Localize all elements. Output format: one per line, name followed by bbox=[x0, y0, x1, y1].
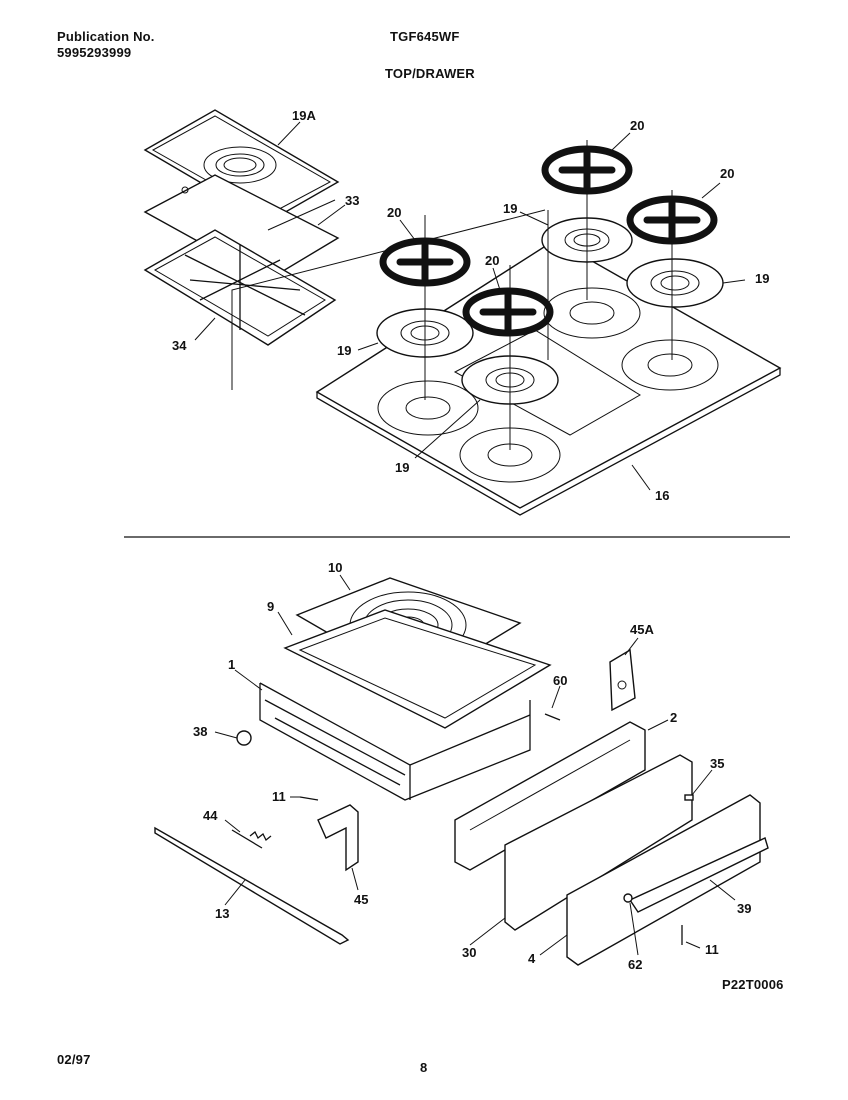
screw-60 bbox=[544, 713, 561, 721]
callout-4: 4 bbox=[528, 951, 536, 966]
callout-35: 35 bbox=[710, 756, 724, 771]
callout-1: 1 bbox=[228, 657, 235, 672]
drawer-front-4 bbox=[566, 794, 761, 966]
clip-62 bbox=[623, 893, 633, 903]
callout-20-left: 20 bbox=[387, 205, 401, 220]
handle-39 bbox=[628, 837, 769, 913]
figure-id: P22T0006 bbox=[722, 977, 784, 992]
callout-19-left: 19 bbox=[337, 343, 351, 358]
bracket-45A bbox=[609, 648, 636, 712]
callout-16: 16 bbox=[655, 488, 669, 503]
callout-19-right: 19 bbox=[755, 271, 769, 286]
page-number: 8 bbox=[420, 1060, 428, 1075]
bumper-38 bbox=[236, 730, 252, 746]
callout-13: 13 bbox=[215, 906, 229, 921]
footer-date: 02/97 bbox=[57, 1052, 91, 1067]
callout-11-left: 11 bbox=[272, 789, 286, 804]
callout-60: 60 bbox=[553, 673, 567, 688]
callout-45: 45 bbox=[354, 892, 368, 907]
callout-11-right: 11 bbox=[705, 942, 719, 957]
drawer-body-1 bbox=[259, 682, 531, 801]
callout-19-rear: 19 bbox=[503, 201, 517, 216]
callout-44: 44 bbox=[203, 808, 218, 823]
callout-62: 62 bbox=[628, 957, 642, 972]
grate-rear bbox=[541, 145, 633, 195]
callout-38: 38 bbox=[193, 724, 207, 739]
section-title: TOP/DRAWER bbox=[385, 66, 475, 81]
spring-44 bbox=[231, 829, 272, 849]
callout-20-right: 20 bbox=[720, 166, 734, 181]
grate-left bbox=[379, 237, 471, 287]
publication-number: 5995293999 bbox=[57, 45, 132, 60]
callout-20-rear: 20 bbox=[630, 118, 644, 133]
publication-label: Publication No. bbox=[57, 29, 155, 44]
drawer-panel-30 bbox=[504, 754, 693, 931]
callout-9: 9 bbox=[267, 599, 274, 614]
drawer-frame-2 bbox=[454, 721, 646, 871]
clip-35 bbox=[684, 794, 694, 801]
bracket-45 bbox=[317, 804, 359, 872]
callout-39: 39 bbox=[737, 901, 751, 916]
callout-19A: 19A bbox=[292, 108, 316, 123]
grate-right bbox=[626, 195, 718, 245]
callout-45A: 45A bbox=[630, 622, 654, 637]
burner-bowl-right bbox=[626, 258, 724, 308]
callout-33: 33 bbox=[345, 193, 359, 208]
callout-10: 10 bbox=[328, 560, 342, 575]
rail-13 bbox=[154, 826, 350, 945]
callout-19-front: 19 bbox=[395, 460, 409, 475]
callout-2: 2 bbox=[670, 710, 677, 725]
screw-11-left bbox=[299, 796, 319, 801]
callout-20-front: 20 bbox=[485, 253, 499, 268]
grate-front bbox=[462, 287, 554, 337]
callout-30: 30 bbox=[462, 945, 476, 960]
callout-34: 34 bbox=[172, 338, 187, 353]
model-number: TGF645WF bbox=[390, 29, 460, 44]
broiler-pan-9 bbox=[283, 609, 552, 729]
